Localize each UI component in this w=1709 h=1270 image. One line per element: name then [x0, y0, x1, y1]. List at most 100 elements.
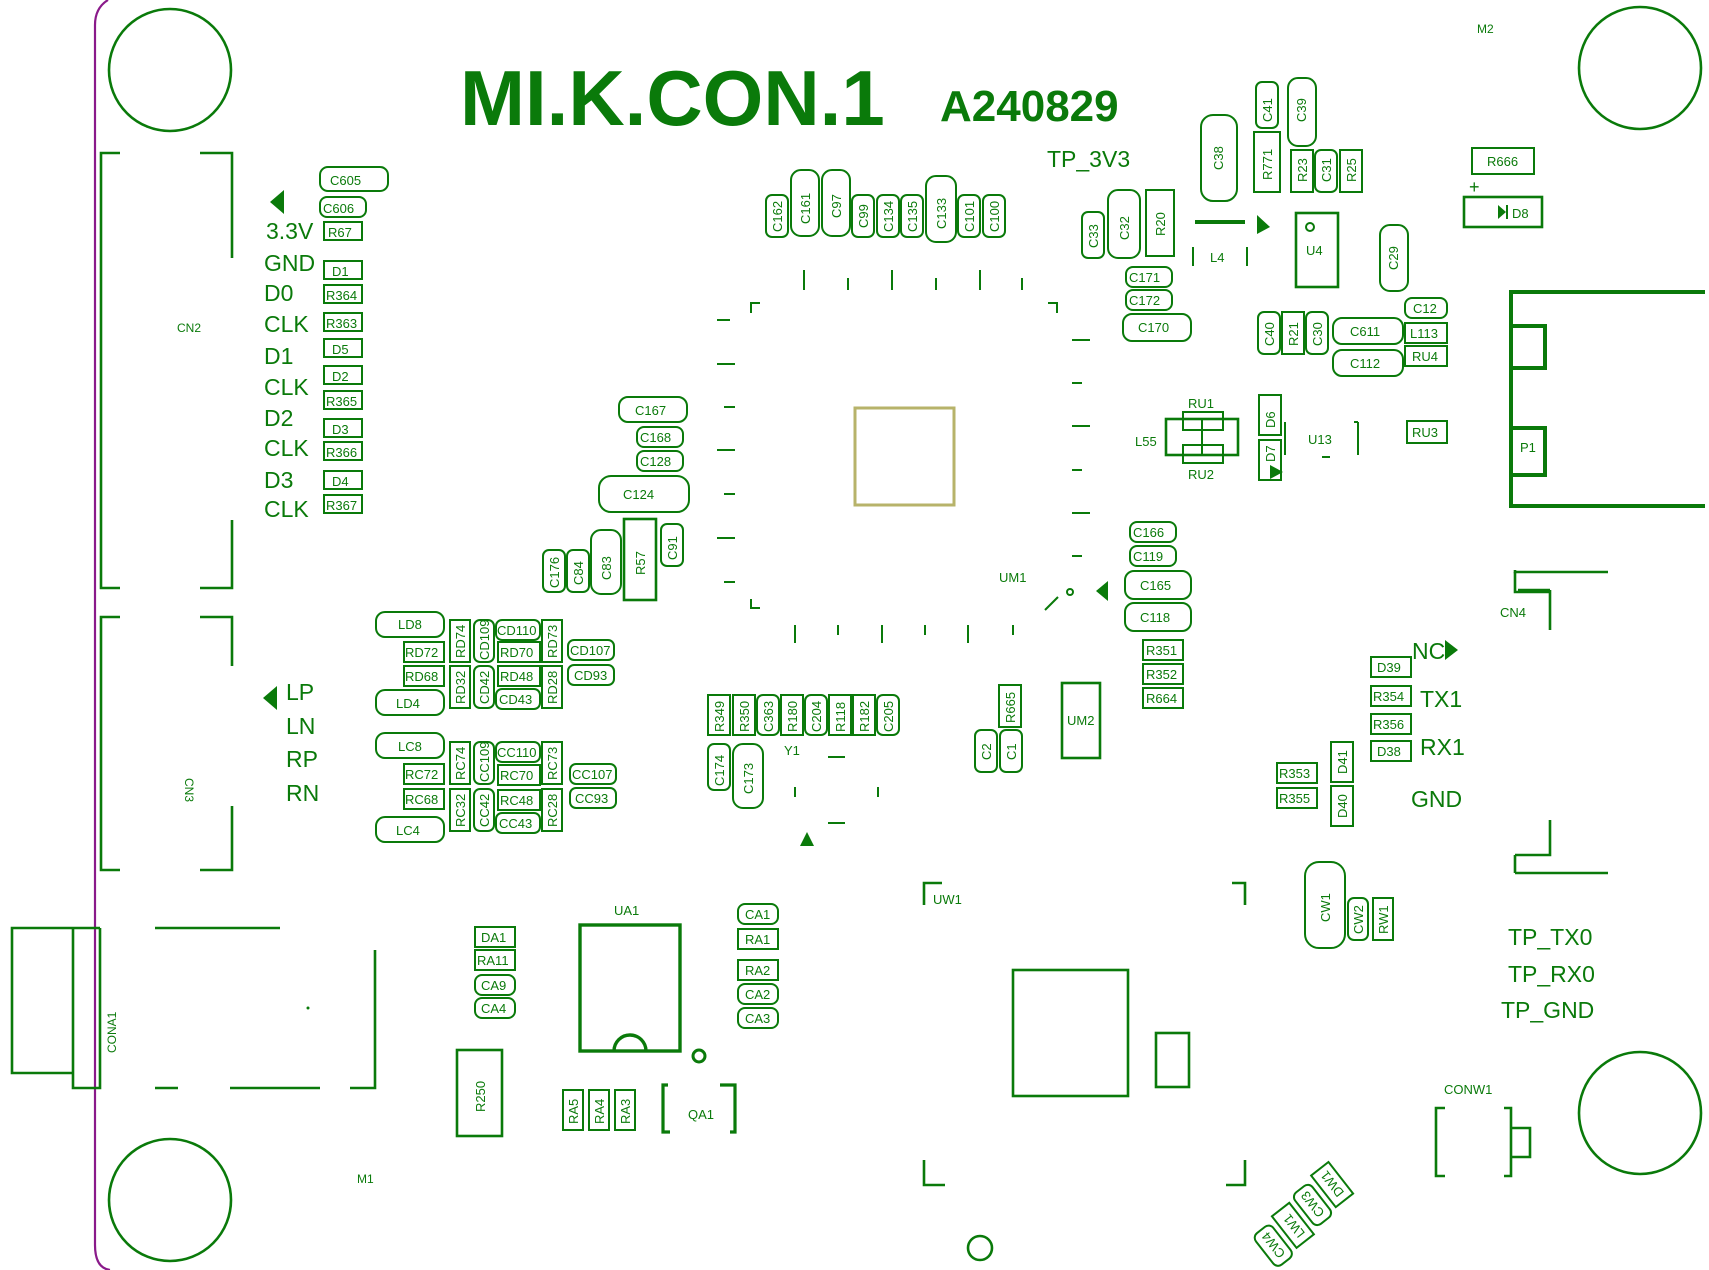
label-cd109: CD109 — [477, 620, 492, 660]
cn2-pin-d3: D3 — [264, 467, 293, 493]
label-r364: R364 — [326, 288, 357, 303]
label-d3: D3 — [332, 422, 349, 437]
c91-body — [660, 523, 684, 567]
label-r665: R665 — [1003, 692, 1018, 723]
label-c83: C83 — [599, 556, 614, 580]
label-c172: C172 — [1129, 293, 1160, 308]
dw1-body — [1309, 1160, 1355, 1209]
label-c84: C84 — [571, 561, 586, 585]
r356-body — [1370, 713, 1412, 735]
ru4-body — [1404, 345, 1448, 367]
cn2-pin-clk3: CLK — [264, 496, 309, 522]
c162-body — [765, 194, 789, 238]
label-r20: R20 — [1153, 212, 1168, 236]
label-um2: UM2 — [1067, 713, 1094, 728]
r352-body — [1142, 663, 1184, 685]
rw1-body — [1372, 897, 1394, 941]
r363-body — [323, 312, 363, 332]
r350-body — [732, 694, 756, 736]
label-cw2: CW2 — [1351, 905, 1366, 934]
label-cd93: CD93 — [574, 668, 607, 683]
um1-bevel — [1044, 596, 1059, 611]
d8-body — [1462, 195, 1544, 229]
label-lc4: LC4 — [396, 823, 420, 838]
r21-body — [1281, 311, 1305, 355]
label-uw1: UW1 — [933, 892, 962, 907]
c363-body — [756, 694, 780, 736]
rc73-body — [541, 741, 563, 785]
cn2-pin-gnd: GND — [264, 250, 315, 276]
c165-body — [1124, 570, 1192, 600]
label-d4: D4 — [332, 474, 349, 489]
label-rc70: RC70 — [500, 768, 533, 783]
label-d39: D39 — [1377, 660, 1401, 675]
rc74-body — [449, 741, 471, 785]
label-rc72: RC72 — [405, 767, 438, 782]
c171-body — [1125, 266, 1173, 288]
mounting-hole-bottom-right — [1577, 1050, 1703, 1176]
ra4-body — [588, 1089, 610, 1131]
label-c112: C112 — [1350, 356, 1380, 371]
tp-3v3-label: TP_3V3 — [1047, 146, 1130, 172]
label-c12: C12 — [1413, 301, 1437, 316]
label-rd48: RD48 — [500, 669, 533, 684]
r666-body — [1471, 147, 1535, 175]
label-rd28: RD28 — [545, 671, 560, 704]
label-c100: C100 — [987, 201, 1002, 232]
ca9-body — [474, 974, 516, 996]
label-u13: U13 — [1308, 432, 1332, 447]
cw4-body — [1253, 1224, 1293, 1267]
label-c166: C166 — [1133, 525, 1164, 540]
label-cc110: CC110 — [497, 745, 537, 760]
label-ra11: RA11 — [477, 953, 509, 968]
um1-bottom-pins — [794, 625, 1014, 643]
label-rc48: RC48 — [500, 793, 533, 808]
cc42-body — [473, 788, 495, 832]
cw1-body — [1304, 861, 1346, 949]
label-r349: R349 — [712, 701, 727, 732]
board-revision: A240829 — [940, 82, 1119, 131]
c33-body — [1081, 211, 1105, 259]
c161-body — [790, 169, 820, 237]
c605-body — [319, 166, 389, 192]
rd74-body — [449, 619, 471, 663]
um1-corner-marks — [750, 302, 1058, 609]
um1-exposed-pad — [853, 406, 956, 507]
r367-body — [323, 494, 363, 514]
c30-body — [1305, 311, 1329, 355]
d7-polarity-marker — [1270, 465, 1283, 479]
cn3-pin1-marker — [263, 686, 277, 710]
r20-body — [1145, 189, 1175, 257]
d41-body — [1330, 741, 1354, 783]
cn3-pin-rn: RN — [286, 780, 319, 806]
cn2-pin-d2: D2 — [264, 405, 293, 431]
l113-body — [1404, 322, 1448, 344]
p1-outline — [1509, 290, 1705, 508]
u4-pin1-arrow — [1257, 220, 1270, 234]
label-cw3: CW3 — [1298, 1188, 1328, 1220]
d4-body — [323, 470, 363, 490]
label-rc74: RC74 — [453, 747, 468, 780]
label-l55: L55 — [1135, 434, 1157, 449]
rc48-body — [497, 789, 541, 811]
label-cd110: CD110 — [497, 623, 537, 638]
label-c128: C128 — [640, 454, 671, 469]
label-l4: L4 — [1210, 250, 1224, 265]
label-c38: C38 — [1211, 146, 1226, 170]
r349-body — [707, 694, 731, 736]
c167-body — [618, 396, 688, 423]
label-c39: C39 — [1294, 98, 1309, 122]
c112-body — [1332, 349, 1404, 377]
label-ca3: CA3 — [745, 1011, 770, 1026]
label-r182: R182 — [857, 701, 872, 732]
cn2-pin-labels: 3.3V GND D0 CLK D1 CLK D2 CLK D3 CLK — [264, 218, 315, 522]
label-rd74: RD74 — [453, 625, 468, 658]
ra11-body — [474, 949, 516, 971]
label-c118: C118 — [1140, 610, 1170, 625]
label-r23: R23 — [1295, 158, 1310, 182]
r57-body — [622, 517, 658, 602]
c172-body — [1125, 289, 1173, 311]
d40-body — [1330, 785, 1354, 827]
r118-body — [828, 694, 852, 736]
